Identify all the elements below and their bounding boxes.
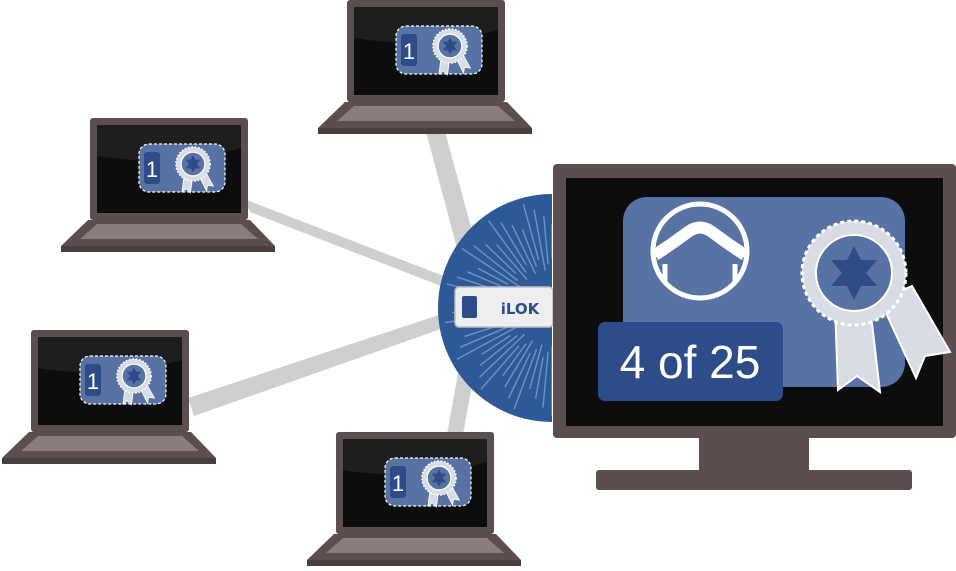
laptop-license-count: 1 [146,157,158,182]
license-count-box [598,322,783,401]
hub-ray [456,325,519,360]
award-ribbon-icon [800,219,952,395]
hub-ray [502,343,527,377]
beam-upper-left [244,199,472,298]
hub-ray [521,229,538,268]
monitor-license-count: 4 of 25 [620,336,761,388]
hub-ray [504,340,534,388]
hub-ray [481,334,511,355]
hub-ray [485,243,517,274]
hub-ray [500,221,528,266]
laptop-upper-left: 1 [61,118,275,252]
hub-ray [543,216,549,265]
beam-lower-left [188,306,472,416]
laptop-lower-left: 1 [2,330,216,464]
hub-ray [513,348,538,410]
hub-ray [542,351,549,408]
hub-ray [496,244,528,280]
hub-ray [461,247,521,288]
hub-ray [473,245,519,282]
hub-ray [511,224,537,275]
monitor: 4 of 25 [553,164,956,490]
ilok-usb-key: iLOK [454,286,554,328]
hub-ray [480,345,520,390]
laptop-license-count: 1 [392,471,404,496]
hub-ray [479,333,525,378]
ilok-usb-key-icon [462,296,477,318]
hub-ray [479,334,519,366]
laptop-license-count: 1 [403,39,415,64]
hub-ray [533,209,546,271]
hub-ray [522,203,540,260]
laptop-bottom: 1 [307,432,521,566]
ilok-label: iLOK [501,300,541,318]
hub-ray [534,357,544,399]
laptop-license-count: 1 [87,369,99,394]
hub-ray [459,324,512,348]
pro-tools-logo-icon [650,201,750,301]
hub-ray [529,344,543,390]
laptop-top: 1 [318,0,532,134]
hub-ray [487,220,527,273]
hub-ray [507,352,531,399]
hub-ray [477,267,509,285]
